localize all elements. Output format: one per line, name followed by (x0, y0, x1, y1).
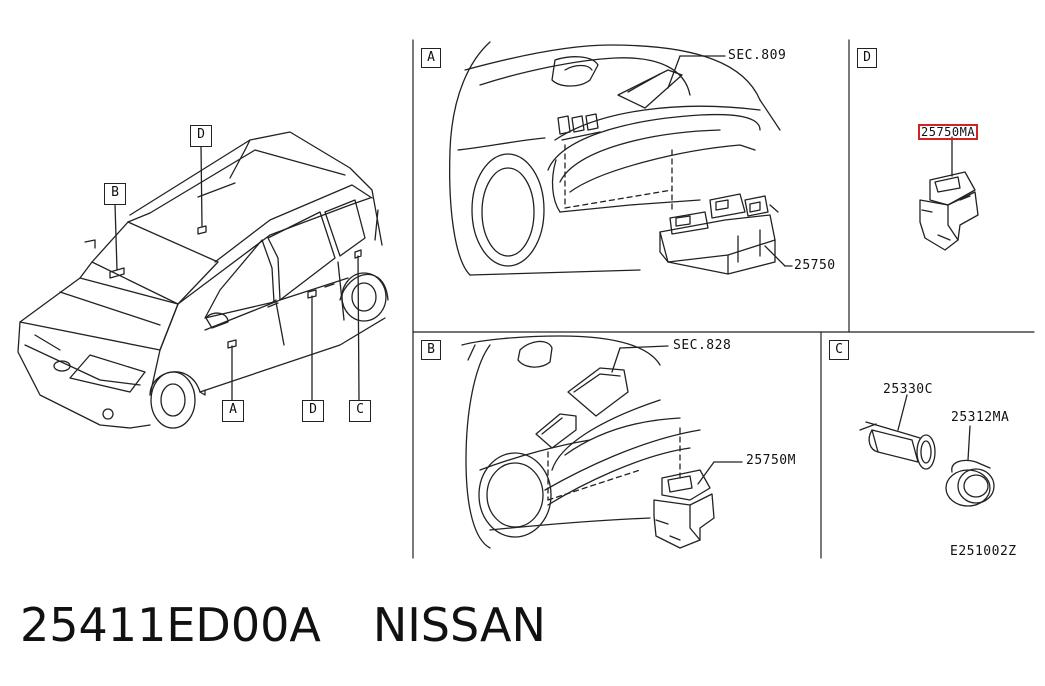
panel-label-b: B (421, 340, 441, 360)
part-label-sec828: SEC.828 (673, 338, 732, 353)
car-callout-a: A (222, 400, 244, 422)
part-label-25312ma: 25312MA (951, 410, 1010, 425)
panel-d-drawing (919, 136, 979, 251)
part-label-25330c: 25330C (883, 382, 933, 397)
brand-name: NISSAN (372, 598, 546, 652)
caption: 25411ED00A NISSAN (20, 598, 598, 652)
part-label-25750: 25750 (794, 258, 836, 273)
panel-label-a: A (421, 48, 441, 68)
car-callout-b: B (104, 183, 126, 205)
panel-a-drawing (449, 41, 793, 276)
part-label-sec809: SEC.809 (728, 48, 787, 63)
panel-b-drawing (461, 335, 743, 549)
part-number: 25411ED00A (20, 598, 321, 652)
part-label-25750m: 25750M (746, 453, 796, 468)
panel-label-d: D (857, 48, 877, 68)
diagram-code: E251002Z (950, 544, 1017, 559)
panel-dividers (412, 39, 1035, 559)
panel-c-drawing (859, 394, 995, 507)
part-label-25750ma: 25750MA (918, 124, 979, 140)
car-callout-d-side: D (302, 400, 324, 422)
car-callout-d-top: D (190, 125, 212, 147)
panel-label-c: C (829, 340, 849, 360)
car-callout-c: C (349, 400, 371, 422)
car-illustration (17, 131, 389, 429)
